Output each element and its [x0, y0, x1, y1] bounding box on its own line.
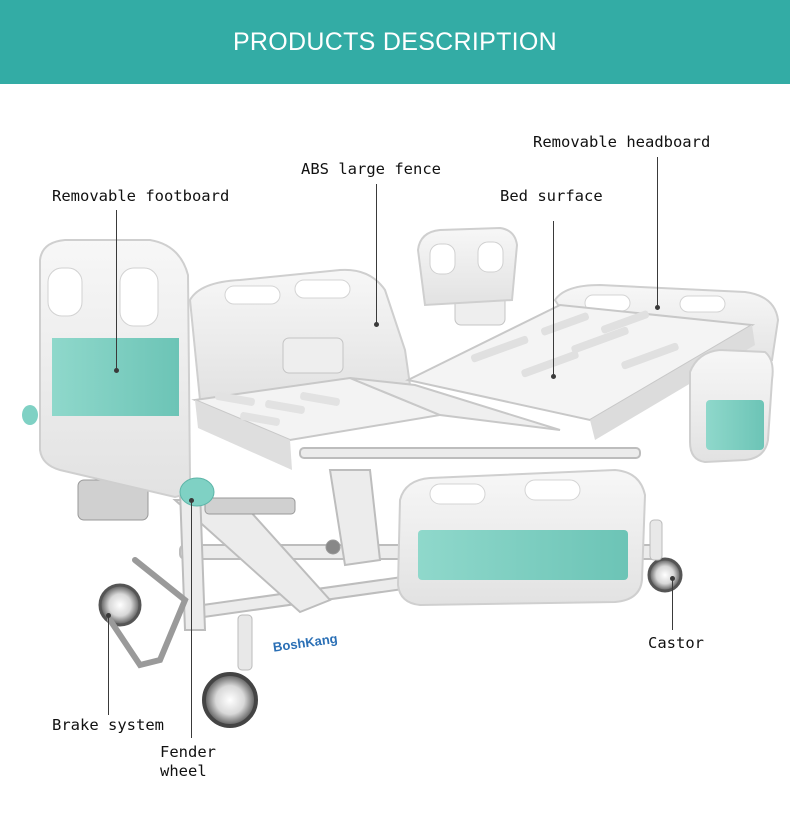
- callout-brake-system: Brake system: [52, 716, 164, 734]
- leader-line-headboard: [657, 157, 658, 307]
- crank-mechanism: [77, 479, 341, 555]
- leader-dot-brake: [106, 613, 111, 618]
- callout-fender-wheel: Fender wheel: [160, 743, 216, 780]
- leader-line-bed-surface: [553, 221, 554, 376]
- brand-logo: BoshKang: [272, 631, 339, 655]
- leader-dot-bed-surface: [551, 374, 556, 379]
- leader-line-footboard: [116, 210, 117, 370]
- bed-surface-seat-section: [349, 377, 561, 431]
- callout-abs-large-fence: ABS large fence: [301, 160, 441, 178]
- leader-dot-castor: [670, 576, 675, 581]
- leader-dot-headboard: [655, 305, 660, 310]
- callout-bed-surface: Bed surface: [500, 187, 603, 205]
- header-banner: [0, 0, 790, 84]
- callout-removable-headboard: Removable headboard: [533, 133, 711, 151]
- leader-line-fence: [376, 184, 377, 324]
- hospital-bed-illustration: BoshKang: [22, 226, 780, 728]
- callout-removable-footboard: Removable footboard: [52, 187, 230, 205]
- leader-line-castor: [672, 578, 673, 630]
- page-title: PRODUCTS DESCRIPTION: [232, 28, 558, 56]
- fender-bumper-left: [22, 405, 38, 425]
- leader-line-fender: [191, 500, 192, 738]
- brake-pedal: [107, 557, 189, 669]
- callout-castor: Castor: [648, 634, 704, 652]
- leader-line-brake: [108, 615, 109, 715]
- leader-dot-footboard: [114, 368, 119, 373]
- leader-dot-fender: [189, 498, 194, 503]
- fender-bumper-right: [179, 477, 215, 507]
- leader-dot-fence: [374, 322, 379, 327]
